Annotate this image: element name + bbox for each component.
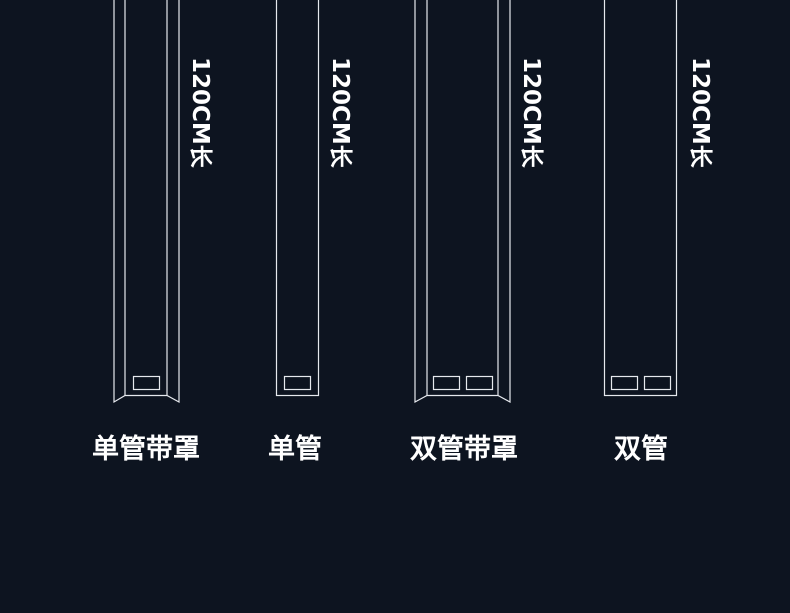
tube-socket xyxy=(465,375,494,391)
fixture-outline xyxy=(113,0,180,404)
fixture-double-tube-cover: 120CM长 xyxy=(414,0,544,404)
tube-socket xyxy=(283,375,312,391)
type-label-double-tube: 双管 xyxy=(614,434,668,465)
length-label: 120CM长 xyxy=(518,57,544,169)
type-label-single-tube-cover: 单管带罩 xyxy=(92,434,200,465)
length-label: 120CM长 xyxy=(687,57,713,169)
tube-socket xyxy=(610,375,639,391)
fixture-single-tube-cover: 120CM长 xyxy=(113,0,213,404)
tube-socket xyxy=(432,375,461,391)
tube-socket xyxy=(643,375,672,391)
fixture-outline xyxy=(275,0,320,397)
fixture-double-tube: 120CM长 xyxy=(603,0,713,397)
length-label: 120CM长 xyxy=(187,57,213,169)
tube-socket xyxy=(132,375,161,391)
length-label: 120CM长 xyxy=(327,57,353,169)
fixture-outline xyxy=(414,0,511,404)
type-label-single-tube: 单管 xyxy=(268,434,322,465)
fixture-outline xyxy=(603,0,678,397)
type-label-double-tube-cover: 双管带罩 xyxy=(410,434,518,465)
fixture-single-tube: 120CM长 xyxy=(275,0,353,397)
